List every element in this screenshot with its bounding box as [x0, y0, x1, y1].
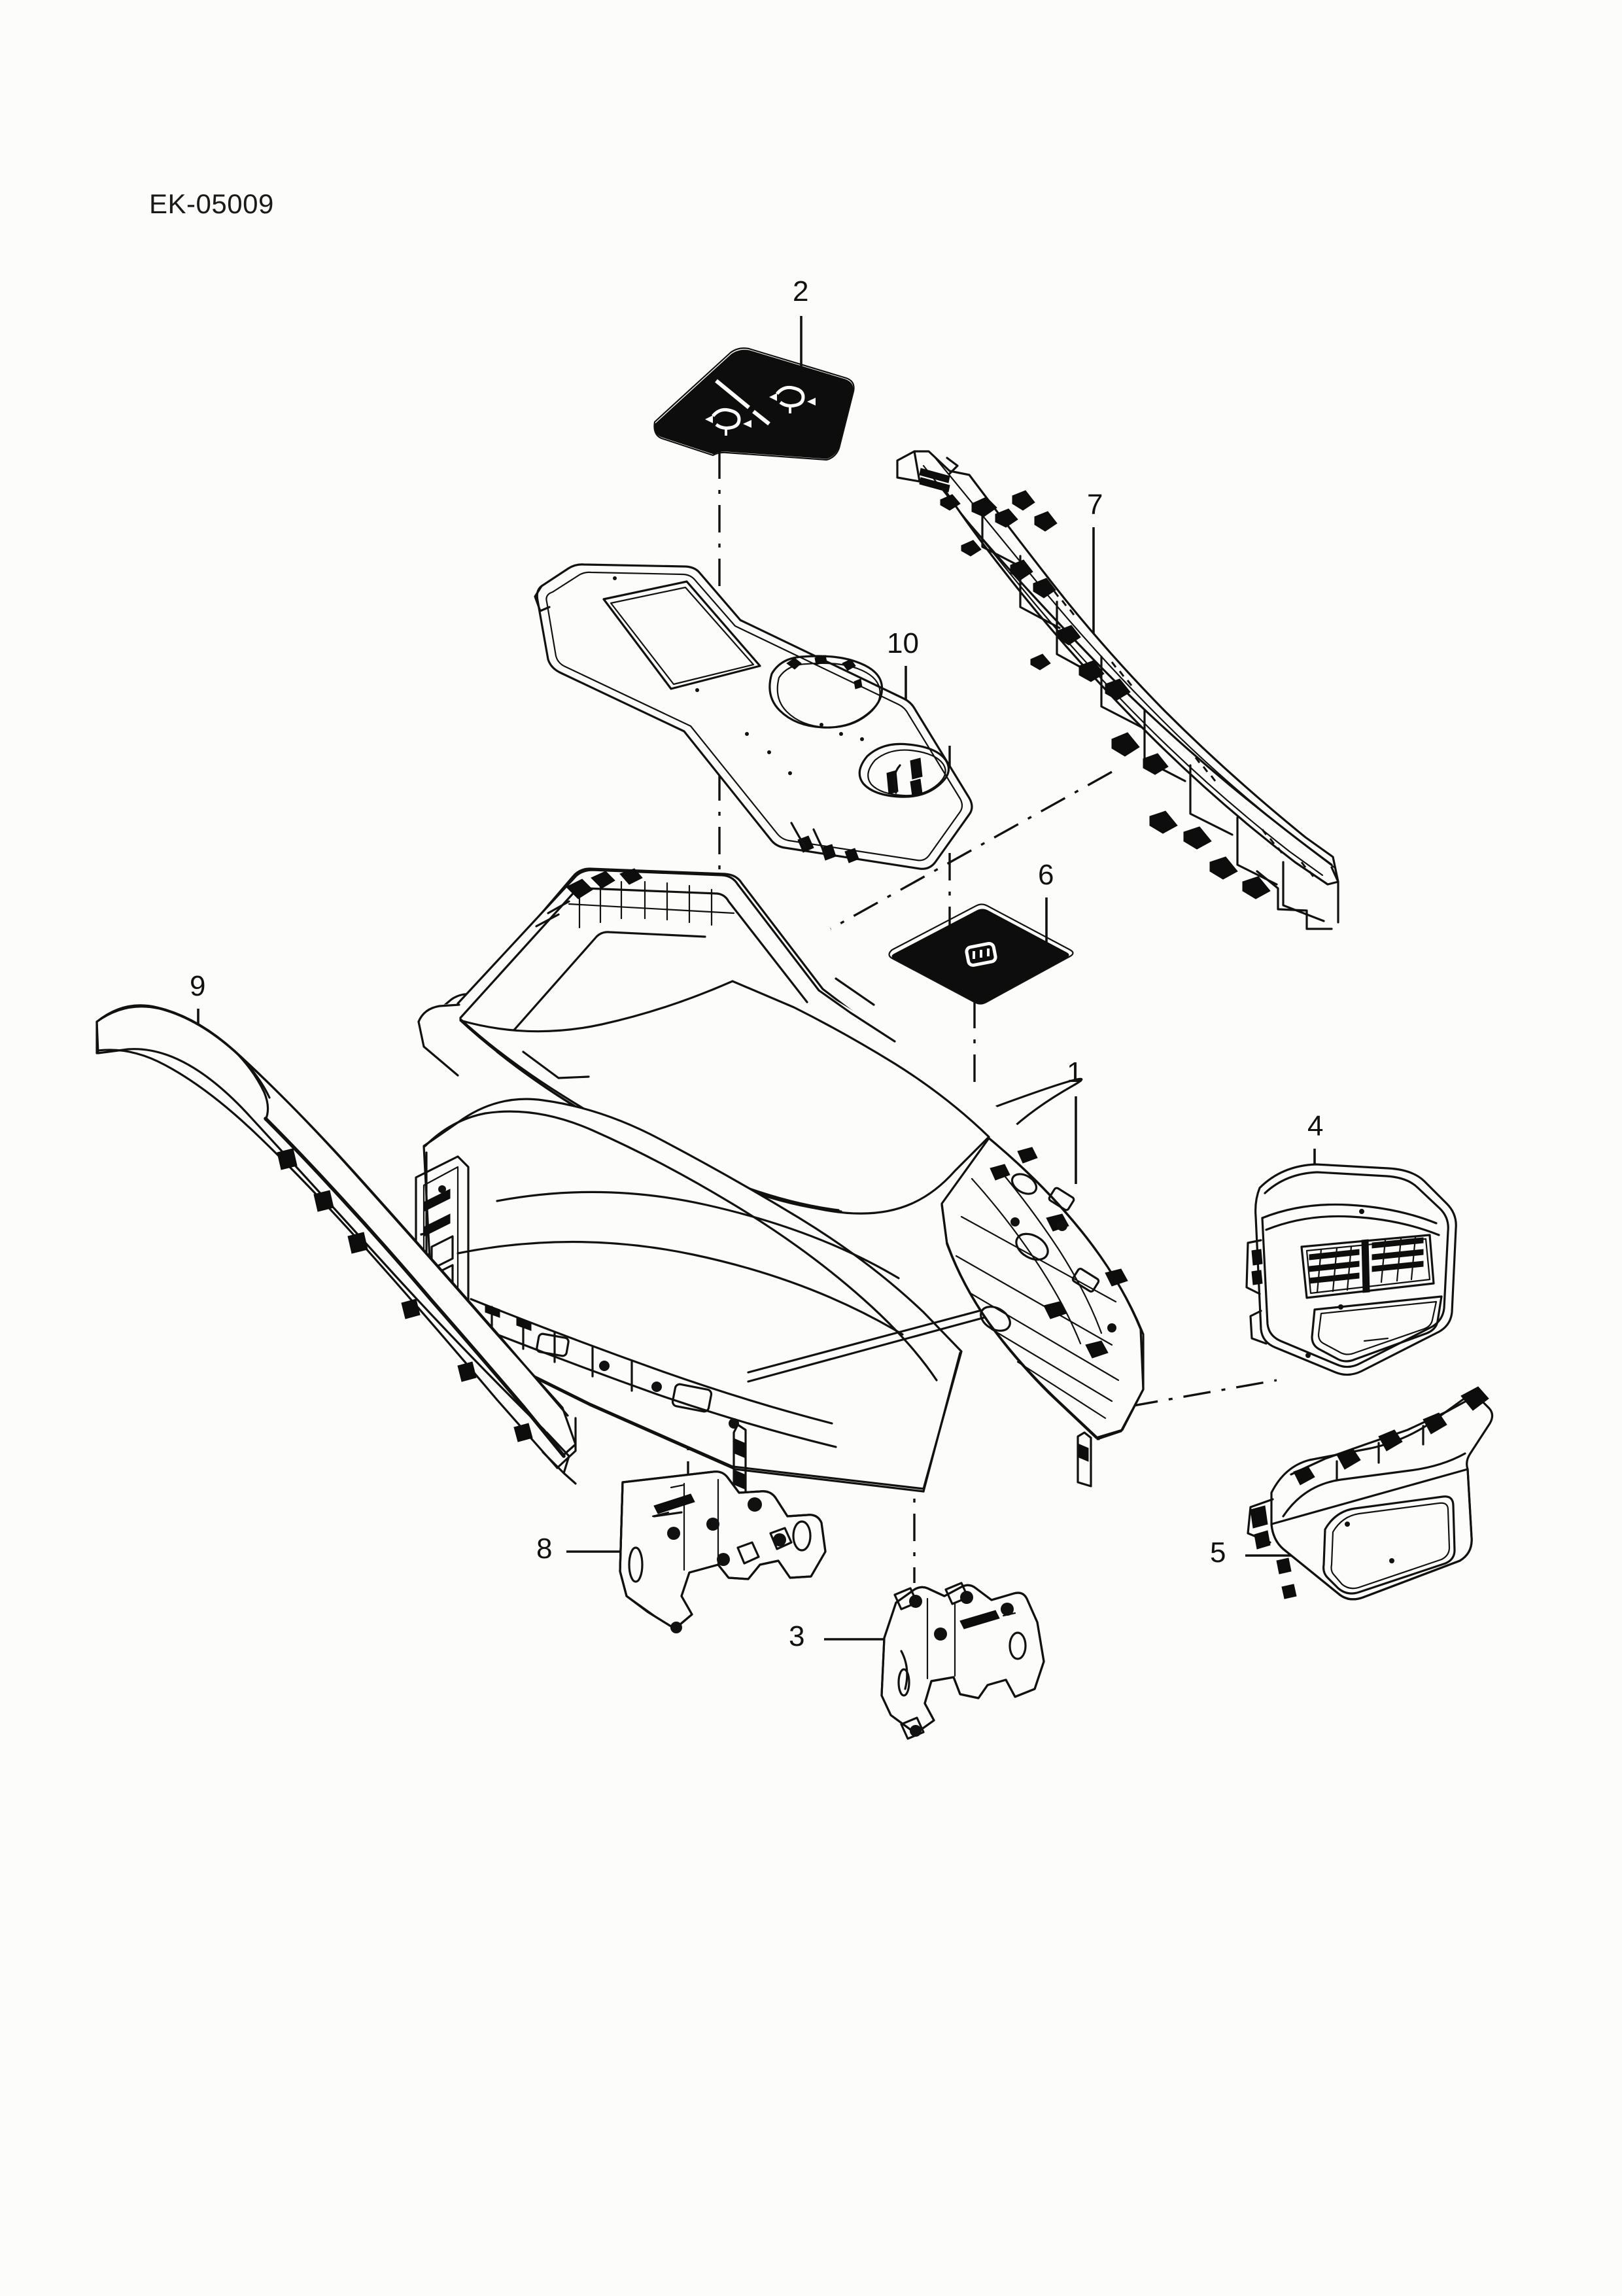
seat-heater-icon [705, 408, 751, 436]
callout-8: 8 [536, 1533, 553, 1565]
retaining-clips [940, 490, 1271, 899]
part-1-console-body[interactable] [415, 867, 1145, 1510]
front-mounting-flange [470, 1298, 837, 1510]
part-2-seat-heater-switch-panel[interactable] [653, 347, 855, 461]
callout-10: 10 [887, 627, 919, 659]
power-socket-icon [965, 941, 997, 967]
rear-structure-block [940, 1137, 1145, 1487]
callout-2: 2 [793, 275, 809, 307]
callout-3: 3 [789, 1620, 805, 1652]
seat-heater-icon [769, 385, 816, 413]
callout-7: 7 [1087, 489, 1103, 521]
part-5-console-rear-lower-trim[interactable] [1247, 1386, 1494, 1601]
callout-4: 4 [1307, 1110, 1324, 1142]
part-9-console-left-side-trim[interactable] [95, 1004, 577, 1485]
part-6-power-outlet-cap[interactable] [888, 903, 1074, 1005]
retaining-clips [264, 1117, 566, 1458]
part-3-console-rear-bracket[interactable] [880, 1582, 1045, 1740]
callout-5: 5 [1210, 1537, 1226, 1569]
callout-1: 1 [1067, 1056, 1083, 1088]
callout-6: 6 [1038, 859, 1054, 891]
callout-9: 9 [190, 970, 206, 1002]
retaining-clips [1290, 1386, 1489, 1486]
part-4-rear-vent-trim-panel[interactable] [1245, 1163, 1457, 1376]
part-8-console-front-bracket[interactable] [619, 1470, 827, 1633]
diagram-title: EK-05009 [149, 188, 274, 219]
part-10-console-upper-trim-panel[interactable] [534, 563, 973, 870]
part-7-console-right-side-trim[interactable] [896, 450, 1339, 930]
